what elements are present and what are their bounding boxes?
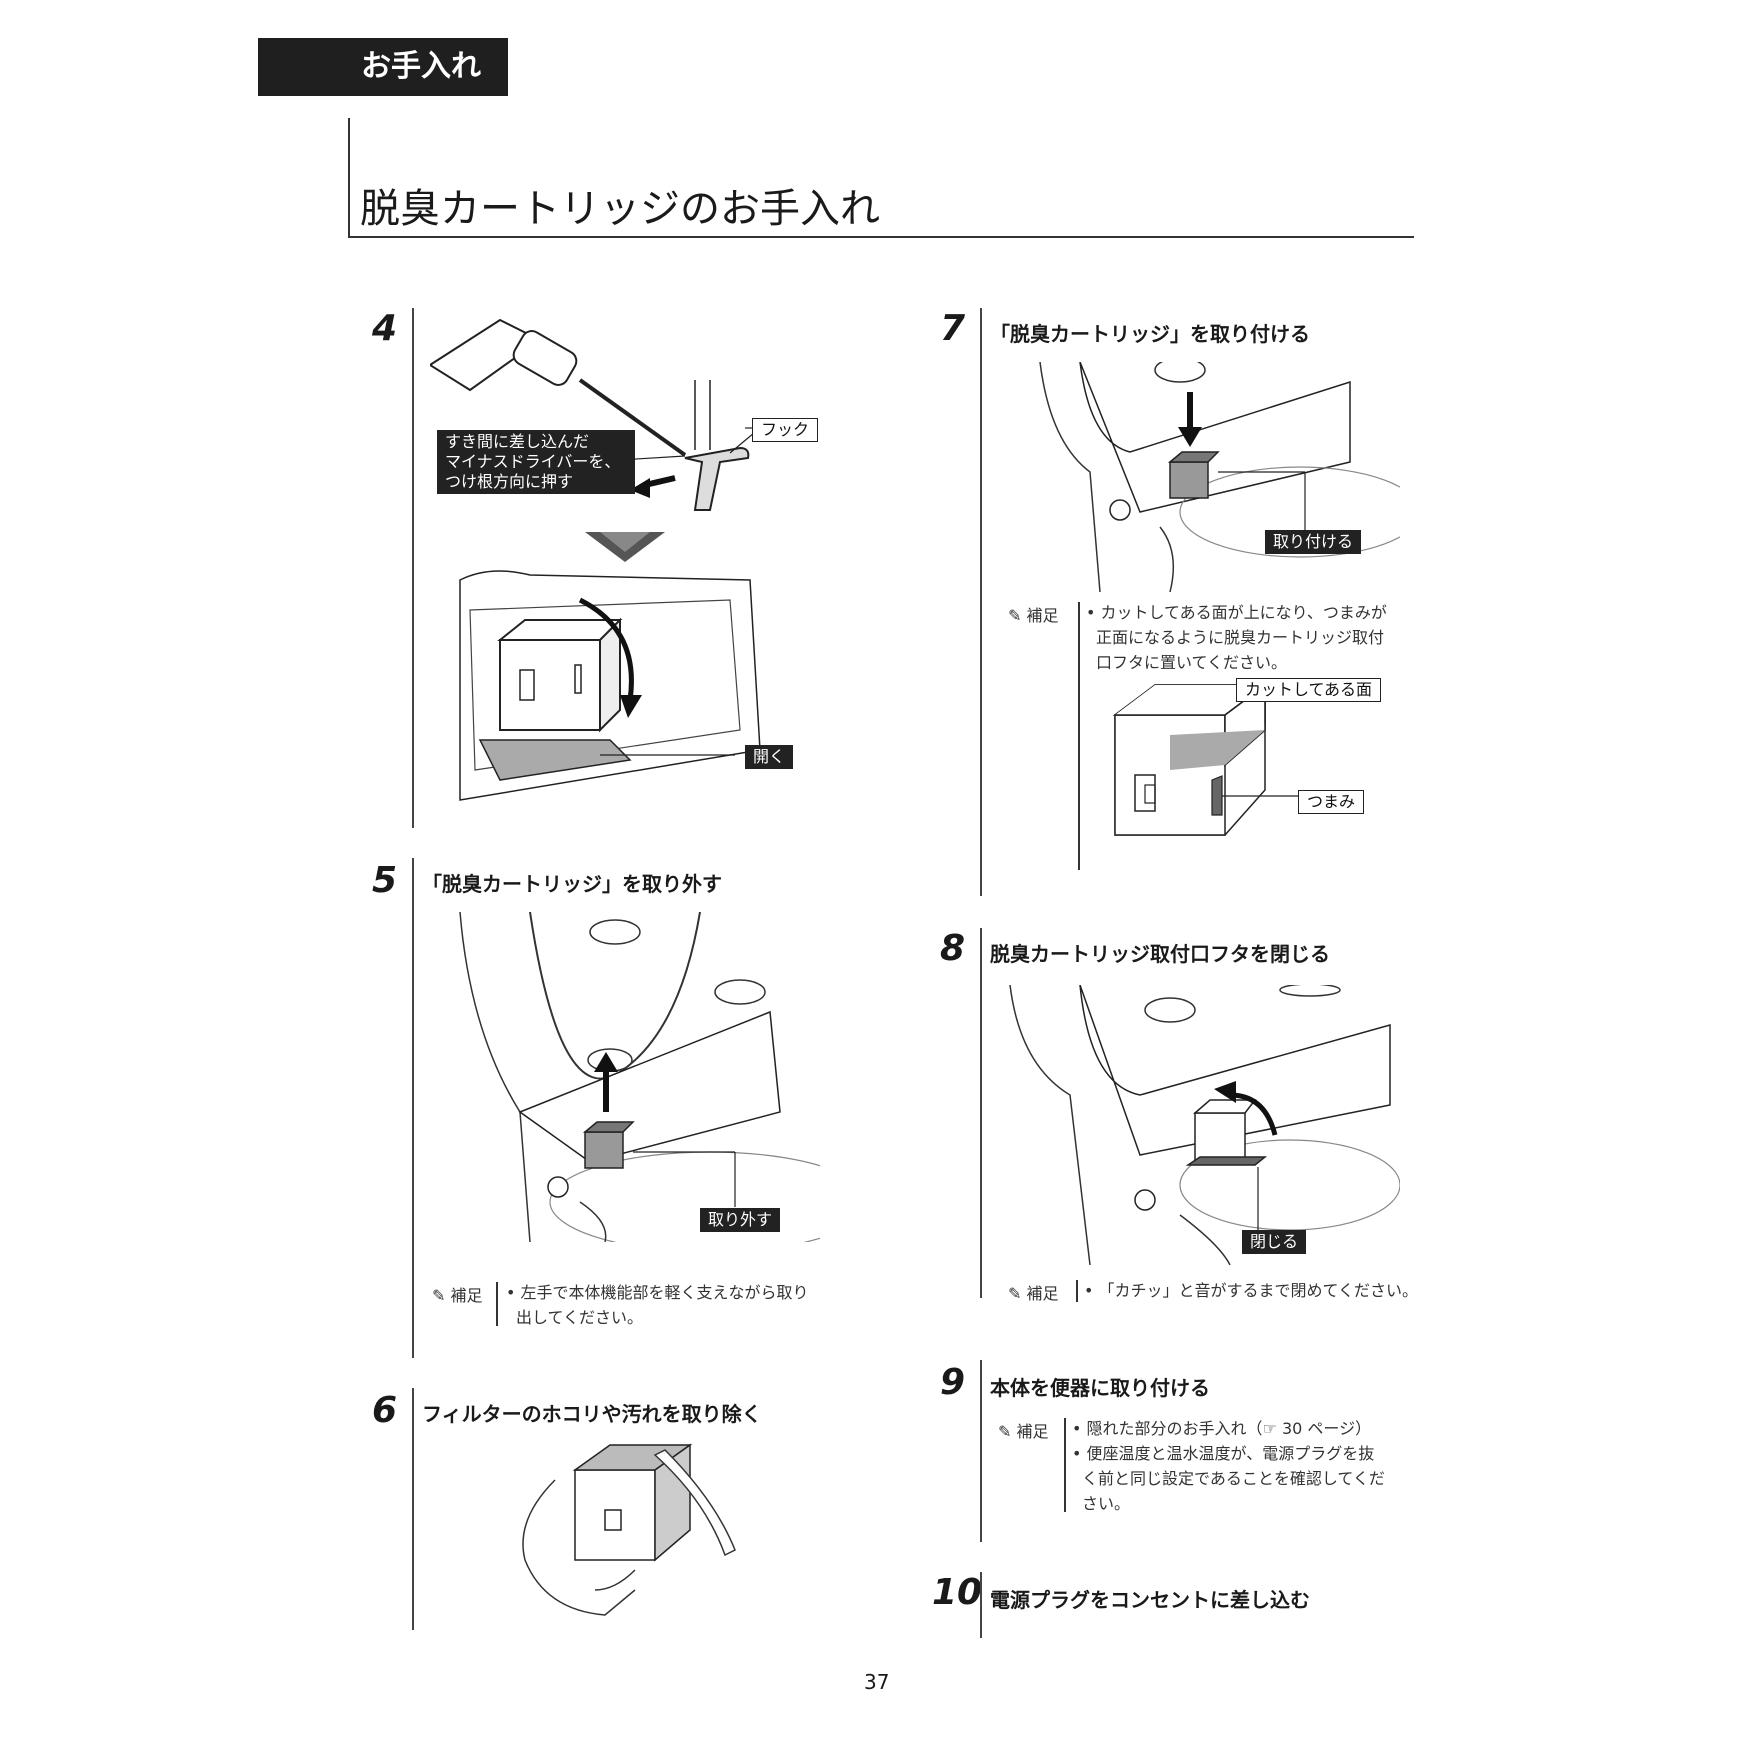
close-label: 閉じる — [1242, 1230, 1307, 1254]
step-9-number: 9 — [940, 1362, 966, 1403]
step-4-number: 4 — [372, 308, 398, 349]
attach-label: 取り付ける — [1265, 530, 1362, 554]
hook-label: フック — [752, 418, 819, 442]
note-line-3: 口フタに置いてください。 — [1096, 653, 1288, 672]
note-label-text: 補足 — [450, 1286, 483, 1305]
step-4-bar — [412, 308, 414, 828]
step-7-number: 7 — [940, 308, 966, 349]
knob-label: つまみ — [1298, 790, 1365, 814]
step-6-title: フィルターのホコリや汚れを取り除く — [422, 1402, 762, 1426]
step-10-title: 電源プラグをコンセントに差し込む — [990, 1588, 1310, 1612]
step-4-illustration — [430, 318, 761, 801]
step-4-callout: すき間に差し込んだ マイナスドライバーを、 つけ根方向に押す — [437, 430, 635, 494]
note-label-text: 補足 — [1026, 606, 1059, 625]
title-rule-vertical — [348, 118, 350, 238]
step-8-note-label: ✎ 補足 — [1008, 1284, 1059, 1303]
step-8-bar — [980, 928, 982, 1298]
page-number: 37 — [864, 1670, 890, 1694]
step-6-number: 6 — [372, 1390, 398, 1431]
note-label-text: 補足 — [1016, 1422, 1049, 1441]
note-line-1: • 隠れた部分のお手入れ（☞ 30 ページ） — [1072, 1419, 1372, 1438]
step-6-illustration — [522, 1443, 736, 1616]
step-5-bar — [412, 858, 414, 1358]
step-7-note: • カットしてある面が上になり、つまみが 正面になるように脱臭カートリッジ取付 … — [1086, 600, 1387, 675]
step-7-illustration — [1039, 362, 1400, 592]
callout-line-2: マイナスドライバーを、 — [445, 452, 621, 471]
step-9-title: 本体を便器に取り付ける — [990, 1376, 1210, 1400]
note-line-2: 正面になるように脱臭カートリッジ取付 — [1096, 628, 1385, 647]
step-5-illustration — [459, 912, 820, 1242]
step-8-illustration — [1009, 985, 1400, 1265]
cut-face-label: カットしてある面 — [1236, 678, 1382, 702]
step-8-note-bar — [1076, 1280, 1078, 1302]
callout-line-3: つけ根方向に押す — [445, 472, 574, 491]
note-line-2: • 便座温度と温水温度が、電源プラグを抜 — [1072, 1444, 1375, 1463]
step-9-note: • 隠れた部分のお手入れ（☞ 30 ページ） • 便座温度と温水温度が、電源プラ… — [1072, 1416, 1385, 1516]
section-tab: お手入れ — [258, 38, 508, 96]
note-line-2: 出してください。 — [516, 1308, 644, 1327]
remove-label: 取り外す — [700, 1208, 781, 1232]
step-8-note: • 「カチッ」と音がするまで閉めてください。 — [1084, 1281, 1419, 1300]
step-8-number: 8 — [940, 928, 966, 969]
note-line-4: さい。 — [1082, 1494, 1131, 1513]
callout-line-1: すき間に差し込んだ — [445, 432, 590, 451]
note-line-1: • 左手で本体機能部を軽く支えながら取り — [506, 1283, 809, 1302]
step-7-note-bar — [1078, 602, 1080, 870]
step-8-title: 脱臭カートリッジ取付口フタを閉じる — [990, 942, 1330, 966]
note-line-3: く前と同じ設定であることを確認してくだ — [1082, 1469, 1385, 1488]
cartridge-illustration — [1112, 683, 1300, 836]
step-9-note-label: ✎ 補足 — [998, 1422, 1049, 1441]
note-line-1: • カットしてある面が上になり、つまみが — [1086, 603, 1387, 622]
step-5-note: • 左手で本体機能部を軽く支えながら取り 出してください。 — [506, 1280, 809, 1330]
step-5-note-label: ✎ 補足 — [432, 1286, 483, 1305]
step-10-number: 10 — [932, 1572, 983, 1613]
step-7-note-label: ✎ 補足 — [1008, 606, 1059, 625]
step-9-note-bar — [1064, 1418, 1066, 1512]
step-9-bar — [980, 1360, 982, 1542]
note-label-text: 補足 — [1026, 1284, 1059, 1303]
title-rule-horizontal — [348, 236, 1414, 238]
step-5-note-bar — [496, 1282, 498, 1326]
step-7-bar — [980, 308, 982, 896]
step-7-title: 「脱臭カートリッジ」を取り付ける — [990, 322, 1310, 346]
step-5-number: 5 — [372, 860, 398, 901]
step-6-bar — [412, 1388, 414, 1630]
page-title: 脱臭カートリッジのお手入れ — [360, 186, 880, 232]
step-5-title: 「脱臭カートリッジ」を取り外す — [422, 872, 722, 896]
step-10-bar — [980, 1572, 982, 1638]
open-label: 開く — [745, 745, 794, 769]
